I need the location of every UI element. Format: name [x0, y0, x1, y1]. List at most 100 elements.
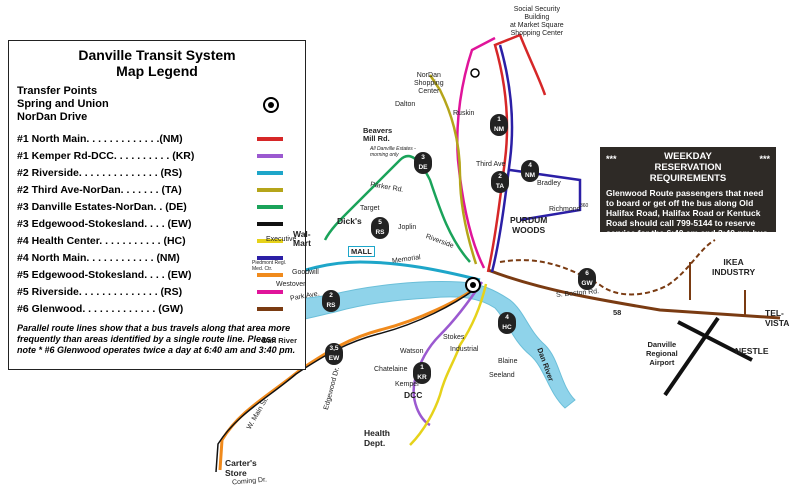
route-row: #2 Third Ave-NorDan. . . . . . . (TA) — [17, 181, 297, 198]
label-target: Target — [360, 205, 380, 212]
airport-runways — [663, 316, 753, 397]
badge-code: TA — [495, 183, 505, 190]
route-label: #3 Edgewood-Stokesland. . . . (EW) — [17, 217, 192, 230]
street-joplin: Joplin — [398, 224, 417, 231]
label-nordan-center: NorDan Shopping Center — [414, 72, 444, 96]
label-dcc: DCC — [404, 390, 423, 400]
legend-title-line2: Map Legend — [116, 63, 198, 79]
label-mall: MALL — [348, 246, 375, 257]
route-label: #3 Danville Estates-NorDan. . (DE) — [17, 200, 187, 213]
route-color-swatch — [257, 136, 283, 141]
beavers-line2: Mill Rd. — [363, 134, 390, 143]
label-danville-estates: All Danville Estates - morning only — [370, 146, 416, 158]
label-dan-river-west: Dan River — [262, 336, 298, 345]
ikea-line1: IKEA — [723, 257, 744, 267]
badge-code: EW — [328, 355, 340, 362]
badge-num: 2 — [498, 173, 502, 180]
route-danville-estates — [323, 154, 471, 263]
label-beavers-mill: Beavers Mill Rd. — [363, 127, 392, 143]
reservation-box: *** *** WEEKDAY RESERVATION REQUIREMENTS… — [600, 147, 776, 248]
carters-line1: Carter's — [225, 458, 257, 468]
route-label: #2 Third Ave-NorDan. . . . . . . (TA) — [17, 183, 182, 196]
health-line1: Health — [364, 428, 390, 438]
reservation-title-2: RESERVATION — [654, 162, 722, 173]
street-seeland: Seeland — [489, 372, 515, 379]
route-row: #3 Danville Estates-NorDan. . (DE) — [17, 198, 297, 215]
route-north-main-red — [486, 33, 547, 273]
route-row: #3 Edgewood-Stokesland. . . . (EW) — [17, 215, 297, 232]
badge-num: 3 — [421, 154, 425, 161]
label-ikea: IKEA INDUSTRY — [712, 257, 755, 277]
legend-note: Parallel route lines show that a bus tra… — [17, 323, 296, 355]
health-line2: Dept. — [364, 438, 386, 448]
street-dalton: Dalton — [395, 101, 416, 108]
route-color-swatch — [257, 272, 283, 277]
airport-line1: Danville — [647, 340, 677, 349]
route-row: #1 North Main. . . . . . . . . . . . .(N… — [17, 130, 297, 147]
street-kemper: Kemper — [395, 381, 420, 388]
badge-code: KR — [417, 374, 427, 381]
route-label: #6 Glenwood. . . . . . . . . . . . . (GW… — [17, 302, 184, 315]
route-glenwood-dashed — [499, 239, 716, 296]
route-row: #6 Glenwood. . . . . . . . . . . . . (GW… — [17, 300, 297, 317]
badge-num: 2 — [329, 292, 333, 299]
route-list: #1 North Main. . . . . . . . . . . . .(N… — [17, 130, 297, 317]
badge-code: RS — [375, 229, 385, 236]
map-legend: Danville Transit System Map Legend Trans… — [8, 40, 306, 370]
route-label: #4 North Main. . . . . . . . . . . . (NM… — [17, 251, 180, 264]
transfer-point-nordan-icon — [470, 68, 480, 78]
route-color-swatch — [257, 187, 283, 192]
badge-code: RS — [326, 302, 336, 309]
route-color-swatch — [257, 306, 283, 311]
badge-num: 1 — [420, 364, 424, 371]
route-glenwood-main — [487, 268, 781, 320]
ikea-line2: INDUSTRY — [712, 267, 756, 277]
route-riverside-magenta — [456, 36, 496, 269]
label-tel-vista: TEL- VISTA — [765, 308, 789, 328]
carters-line2: Store — [225, 468, 247, 478]
nordan-line2: Shopping — [414, 80, 444, 87]
transfer-points: Transfer Points Spring and Union NorDan … — [17, 85, 297, 124]
badge-num: 1 — [497, 116, 501, 123]
label-airport: Danville Regional Airport — [646, 340, 678, 367]
route-row: #5 Edgewood-Stokesland. . . . (EW) — [17, 266, 297, 283]
street-goodwill: Goodwill — [292, 269, 319, 276]
street-richmond: Richmond — [549, 206, 581, 213]
route-health-center — [409, 283, 488, 446]
route-row: #2 Riverside. . . . . . . . . . . . . . … — [17, 164, 297, 181]
legend-title-line1: Danville Transit System — [78, 47, 236, 63]
street-westover: Westover — [276, 281, 306, 288]
street-industrial: Industrial — [450, 346, 479, 353]
route-color-swatch — [257, 153, 283, 158]
reservation-title-1: WEEKDAY — [664, 151, 712, 162]
transfer-point-spring-union: Spring and Union — [17, 98, 109, 110]
nordan-line1: NorDan — [416, 72, 441, 79]
route-color-swatch — [257, 221, 283, 226]
reservation-dots-right: *** — [759, 154, 770, 164]
badge-num: 4 — [505, 314, 509, 321]
badge-code: GW — [581, 280, 593, 287]
woods-line: WOODS — [512, 225, 546, 235]
label-nestle: NESTLE — [735, 346, 769, 356]
airport-line2: Regional — [646, 349, 678, 358]
route-row: #5 Riverside. . . . . . . . . . . . . . … — [17, 283, 297, 300]
badge-code: DE — [418, 164, 428, 171]
ssb-line4: Shopping Center — [510, 30, 564, 37]
badge-num: 5 — [378, 219, 382, 226]
street-chatelaine: Chatelaine — [374, 366, 408, 373]
route-north-main-navy — [490, 44, 582, 273]
route-glenwood-branch — [689, 262, 746, 315]
route-third-ave — [428, 74, 478, 265]
route-color-swatch — [257, 204, 283, 209]
transfer-point-nordan: NorDan Drive — [17, 111, 88, 123]
walmart-line2: Mart — [293, 238, 311, 248]
route-label: #5 Edgewood-Stokesland. . . . (EW) — [17, 268, 192, 281]
street-ruskin: Ruskin — [453, 110, 475, 117]
